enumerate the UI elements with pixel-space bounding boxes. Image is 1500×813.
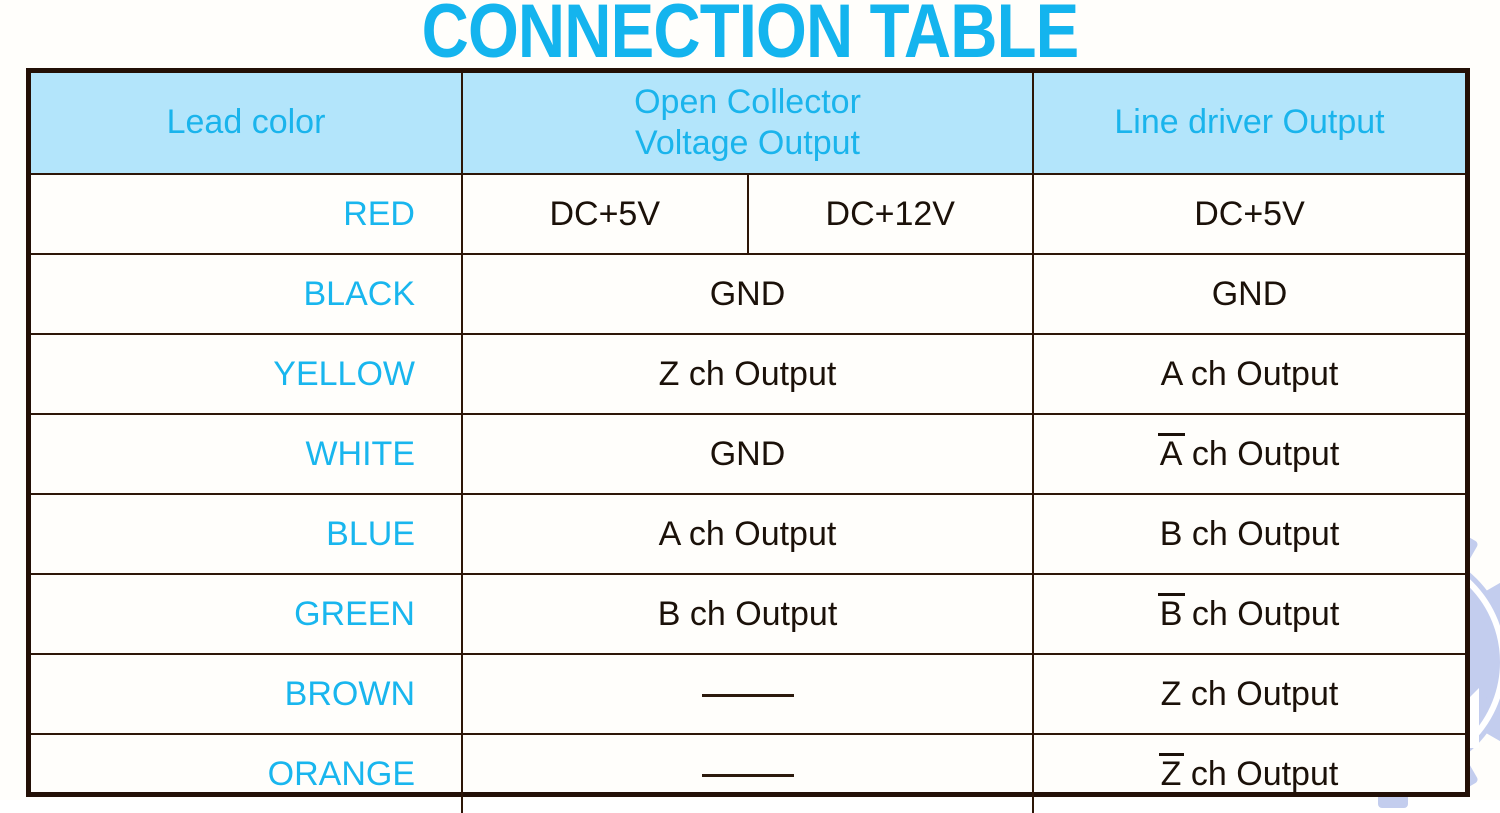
line-driver-green-rest: ch Output — [1182, 594, 1340, 633]
line-driver-black: GND — [1032, 253, 1465, 335]
open-collector-red-5v: DC+5V — [463, 175, 749, 253]
connection-table: Lead color Open Collector Voltage Output… — [31, 73, 1465, 813]
open-collector-orange-none — [461, 733, 1034, 813]
open-collector-red: DC+5V DC+12V — [461, 173, 1034, 255]
column-header-line-driver: Line driver Output — [1032, 73, 1465, 175]
page-title: CONNECTION TABLE — [421, 0, 1080, 74]
lead-color-white: WHITE — [31, 413, 463, 495]
lead-color-blue: BLUE — [31, 493, 463, 575]
open-collector-line2: Voltage Output — [635, 124, 860, 162]
open-collector-green: B ch Output — [461, 573, 1034, 655]
line-driver-red: DC+5V — [1032, 173, 1465, 255]
lead-color-red: RED — [31, 173, 463, 255]
table-header-row: Lead color Open Collector Voltage Output… — [31, 73, 1465, 175]
table-row: YELLOW Z ch Output A ch Output — [31, 333, 1465, 415]
open-collector-red-12v: DC+12V — [825, 194, 955, 233]
empty-dash-icon — [701, 774, 794, 778]
table-row: BROWN Z ch Output — [31, 653, 1465, 735]
open-collector-black: GND — [461, 253, 1034, 335]
lead-color-yellow: YELLOW — [31, 333, 463, 415]
open-collector-line1: Open Collector — [634, 82, 861, 121]
table-row: RED DC+5V DC+12V DC+5V — [31, 173, 1465, 255]
overline-z: Z — [1158, 753, 1185, 793]
line-driver-white-rest: ch Output — [1182, 434, 1340, 473]
table-row: GREEN B ch Output B ch Output — [31, 573, 1465, 655]
line-driver-orange-rest: ch Output — [1181, 754, 1339, 793]
line-driver-yellow: A ch Output — [1032, 333, 1465, 415]
column-header-lead-color: Lead color — [31, 73, 463, 175]
lead-color-green: GREEN — [31, 573, 463, 655]
table-row: ORANGE Z ch Output — [31, 733, 1465, 813]
open-collector-white: GND — [461, 413, 1034, 495]
column-header-open-collector: Open Collector Voltage Output — [461, 73, 1034, 175]
line-driver-orange-z-bar: Z ch Output — [1032, 733, 1465, 813]
line-driver-white-a-bar: A ch Output — [1032, 413, 1465, 495]
line-driver-green-b-bar: B ch Output — [1032, 573, 1465, 655]
overline-a: A — [1157, 433, 1186, 473]
empty-dash-icon — [701, 694, 794, 698]
connection-table-container: Lead color Open Collector Voltage Output… — [26, 68, 1470, 813]
table-row: BLUE A ch Output B ch Output — [31, 493, 1465, 575]
table-row: WHITE GND A ch Output — [31, 413, 1465, 495]
open-collector-yellow: Z ch Output — [461, 333, 1034, 415]
line-driver-blue: B ch Output — [1032, 493, 1465, 575]
line-driver-brown: Z ch Output — [1032, 653, 1465, 735]
open-collector-blue: A ch Output — [461, 493, 1034, 575]
open-collector-brown-none — [461, 653, 1034, 735]
lead-color-brown: BROWN — [31, 653, 463, 735]
overline-b: B — [1157, 593, 1186, 633]
table-row: BLACK GND GND — [31, 253, 1465, 335]
lead-color-orange: ORANGE — [31, 733, 463, 813]
table-body: RED DC+5V DC+12V DC+5V BLACK GND GND — [31, 173, 1465, 813]
lead-color-black: BLACK — [31, 253, 463, 335]
